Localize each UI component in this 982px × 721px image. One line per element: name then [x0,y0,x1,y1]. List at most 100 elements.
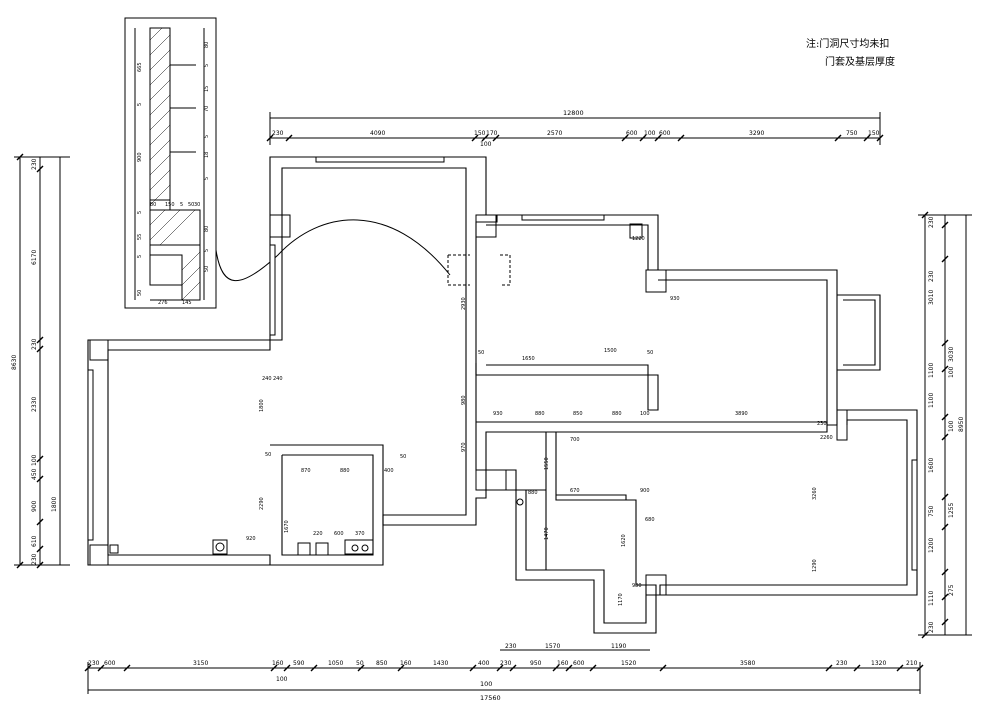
columns [89,214,848,596]
windows [87,156,918,571]
inner-dim: 680 [645,517,655,523]
inner-dim: 670 [570,488,580,494]
detail-right-label: 18 [204,152,210,158]
left-dim: 610 [31,535,38,547]
inner-dim: 1800 [259,399,265,412]
bottom-dim: 1320 [871,660,886,667]
right-dim: 100 [948,420,955,432]
top-dim: 2570 [547,130,562,137]
detail-label: 5 [137,255,143,258]
right-dim: 100 [948,366,955,378]
inner-dim: 50 [478,350,484,356]
right-dim: 750 [928,505,935,517]
bottom-dim: 210 [906,660,918,667]
right-dim: 1110 [928,591,935,606]
wall-section-detail [124,17,217,309]
right-dim: 3010 [928,290,935,305]
inner-dim: 400 [384,468,394,474]
walls [87,156,918,634]
detail-label: 55 [137,234,143,240]
inner-dim: 50 [400,454,406,460]
inner-dim: 2260 [820,435,833,441]
fixtures [109,223,643,556]
detail-right-label: 50 [204,266,210,272]
inner-dim: 3890 [735,411,748,417]
dimension-lines [14,112,972,694]
bottom-dim: 160 [400,660,412,667]
detail-right-label: 80 [204,226,210,232]
detail-right-label: 5 [204,177,210,180]
top-dim: 100 [644,130,656,137]
bottom-dim: 600 [104,660,116,667]
top-dim: 150 [474,130,486,137]
bottom-dim: 3150 [193,660,208,667]
detail-label: 5 [137,211,143,214]
inner-dim: 230 [817,421,827,427]
inner-dim: 880 [612,411,622,417]
inner-dim: 870 [301,468,311,474]
inner-dim: 1620 [621,534,627,547]
right-dim: 230 [928,270,935,282]
bottom-dim: 230 [500,660,512,667]
bottom-dim: 3580 [740,660,755,667]
right-dim: 275 [948,584,955,596]
bottom-dim: 160 [272,660,284,667]
top-dim: 600 [626,130,638,137]
right-dim: 1600 [928,458,935,473]
detail-label: 5 [137,103,143,106]
inner-dim: 50 [265,452,271,458]
top-dim: 4090 [370,130,385,137]
bottom-small-dim: 100 [276,676,288,683]
detail-label: 30 [194,202,200,208]
bottom-dim: 590 [293,660,305,667]
bottom-dim: 1430 [433,660,448,667]
inner-dim: 880 [340,468,350,474]
left-dim: 230 [31,553,38,565]
top-total-dim: 12800 [563,109,584,117]
inner-dim: 1220 [632,236,645,242]
detail-label: 80 [150,202,156,208]
top-dim: 600 [659,130,671,137]
inner-dim: 930 [670,296,680,302]
dashed-elements [447,254,511,286]
bottom-upper-dim: 1190 [611,643,626,650]
top-dim: 150 [868,130,880,137]
inner-dim: 370 [355,531,365,537]
left-dim: 1800 [51,497,58,512]
bottom-upper-dim: 1570 [545,643,560,650]
detail-label: 150 [165,202,175,208]
right-dim: 1200 [928,538,935,553]
right-dim: 230 [928,621,935,633]
detail-right-label: 5 [204,249,210,252]
inner-dim: 930 [493,411,503,417]
inner-dim: 2930 [461,297,467,310]
inner-dim: 3260 [812,487,818,500]
left-dim: 2330 [31,397,38,412]
top-dim: 230 [272,130,284,137]
top-dim: 3290 [749,130,764,137]
top-dim: 750 [846,130,858,137]
bottom-dim: 400 [478,660,490,667]
inner-dim: 50 [647,350,653,356]
detail-label: 50 [188,202,194,208]
left-dim: 230 [31,158,38,170]
left-dim: 6170 [31,250,38,265]
detail-base-label: 276 [158,300,168,306]
bottom-dim: 950 [530,660,542,667]
detail-label: 5 [180,202,183,208]
inner-dim: 2290 [259,497,265,510]
inner-dim: 700 [570,437,580,443]
right-dim: 230 [928,216,935,228]
left-dim: 900 [31,500,38,512]
dimension-ticks [16,134,949,672]
detail-right-label: 80 [204,42,210,48]
inner-dim: 1670 [284,520,290,533]
left-dim: 230 [31,338,38,350]
left-total-dim: 8630 [11,355,18,370]
inner-dim: 1170 [618,593,624,606]
bottom-dim: 1520 [621,660,636,667]
detail-label: 50 [137,290,143,296]
detail-label: 665 [137,62,143,72]
detail-right-label: 70 [204,106,210,112]
right-total-dim: 8950 [958,417,965,432]
